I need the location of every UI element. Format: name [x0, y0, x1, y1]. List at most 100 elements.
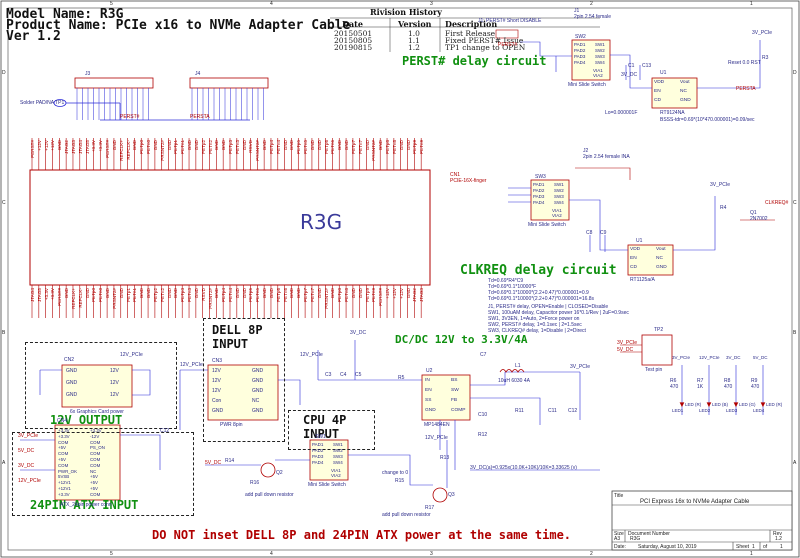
edge-pin-label-top: PETn2 [207, 140, 213, 155]
rev-row-date: 20190815 [334, 43, 373, 52]
u3-part: RT1125a/A [630, 277, 655, 283]
switch-pin-label: PAD2 [533, 188, 545, 193]
led-resistor-value: 470 [724, 384, 733, 390]
perst-delay-title: PERST# delay circuit [402, 54, 547, 68]
c11-ref: C11 [548, 408, 557, 414]
led-resistor-ref: R6 [670, 378, 677, 384]
edge-pin-label-bottom: PETn2 [159, 288, 165, 303]
edge-pin-label-top: PETp0 [139, 140, 145, 155]
td-note1: Td=0.69*R4*C9 [488, 278, 524, 284]
switch-note2: SW1, 100uAM delay, Capacitor power 16*0.… [488, 310, 629, 316]
cn1-desc: PCIE-16X-finger [450, 178, 487, 184]
rev-row-description: TP1 change to OPEN [445, 43, 526, 52]
vout-note: 3V_DC(a)=0.925x(10.0K+10K)/10K=3.33625 (… [470, 465, 577, 471]
cn3-pin-label: GND [252, 368, 264, 374]
v3pcie-net: 3V_PCIe [18, 433, 39, 439]
led-label: LED (B) [712, 402, 729, 407]
rev-row-date: 20150805 [334, 36, 373, 45]
switch-note5: SW3, CLKREQ# delay, 1=Disable | 2=Direct [488, 328, 586, 334]
led-resistor-ref: R7 [697, 378, 704, 384]
r13-ref: R13 [440, 455, 450, 461]
cn4-pin-label: +5V [58, 457, 66, 462]
edge-pin-label-bottom: PETn7 [309, 288, 315, 303]
switch-pin-label: SW1 [333, 442, 343, 447]
switch-pin-label: SW4 [554, 200, 564, 205]
edge-pin-label-top: GND [289, 140, 295, 151]
edge-pin-label-top: JTAG3 [70, 140, 76, 154]
edge-pin-label-bottom: JTAG3 [419, 288, 425, 302]
border-letter: A [2, 460, 6, 466]
switch-via-label: VIA2 [552, 213, 562, 218]
switch-pin-label: SW2 [333, 448, 343, 453]
u1-ref: U1 [660, 70, 667, 76]
led-ref: LED4 [753, 408, 765, 413]
edge-pin-label-bottom: PETp7 [303, 288, 309, 303]
edge-pin-label-bottom: GND [64, 288, 70, 299]
v12pcie-label: 12V_PCIe [120, 352, 143, 358]
cn3-pin-label: GND [212, 408, 224, 414]
tb-sheet: 1 [752, 544, 755, 550]
u3-pin-label: Vout [656, 247, 666, 252]
border-number: 2 [590, 1, 593, 7]
edge-pin-label-bottom: PETn0 [98, 288, 104, 303]
v12pcie-net: 12V_PCIe [18, 478, 41, 484]
cn4-pin-label: +5V [58, 445, 66, 451]
edge-pin-label-top: GND [262, 140, 268, 151]
edge-pin-label-top: JTAG4 [77, 140, 83, 154]
sw2-desc: Mini Slide Switch [568, 82, 606, 88]
v3pcie-label: 3V_PCIe [710, 182, 731, 188]
led-icon: ▼ [759, 400, 767, 409]
u1-pin-label: CD [654, 98, 661, 103]
led-icon: ▼ [732, 400, 740, 409]
tb-size: A3 [614, 536, 621, 542]
r16-ref: R16 [250, 480, 260, 486]
tb-title: PCI Express 16x to NVMe Adapter Cable [640, 499, 750, 505]
edge-pin-label-bottom: GND [139, 288, 145, 299]
edge-pin-label-bottom: PETp8 [337, 288, 343, 303]
edge-pin-label-top: PETp8 [385, 140, 391, 155]
edge-pin-label-bottom: PERST# [378, 288, 384, 306]
u2-part: MP1484EN [424, 422, 450, 428]
edge-pin-label-top: GND [57, 140, 63, 151]
led-net-label: 3V_PCIe [672, 355, 691, 360]
led-label: LED (R) [685, 402, 702, 407]
cpu4p-label: INPUT [303, 427, 340, 441]
q1-part: 2N7002 [750, 216, 768, 222]
c12-ref: C12 [160, 428, 170, 434]
edge-pin-label-bottom: PETp9 [364, 288, 370, 303]
u1-pin-label: NC [680, 89, 687, 94]
switch-pin-label: SW3 [595, 54, 605, 59]
u3-pin-label: VDD [630, 247, 641, 252]
border-letter: D [2, 70, 6, 76]
edge-pin-label-top: PRSNT2# [255, 140, 261, 161]
edge-pin-label-bottom: +12V [385, 288, 391, 299]
c4-ref: C4 [340, 372, 347, 378]
switch-pin-label: PAD1 [533, 182, 545, 187]
edge-pin-label-bottom: +12V [391, 288, 397, 299]
v3dc-net: 3V_DC [18, 463, 35, 469]
edge-pin-label-top: GND [111, 140, 117, 151]
border-number: 4 [270, 551, 273, 557]
edge-pin-label-bottom: PRSNT2# [323, 288, 329, 309]
j3-ref: J3 [85, 71, 91, 77]
cn2-pin-label: GND [66, 392, 78, 398]
rev-row-description: First Release [445, 29, 496, 38]
edge-pin-label-bottom: PRSNT2# [111, 288, 117, 309]
r14-ref: R14 [225, 458, 235, 464]
edge-pin-label-bottom: PERST# [57, 288, 63, 306]
edge-pin-label-bottom: GND [234, 288, 240, 299]
change-note: change to 0 [382, 470, 409, 476]
cn3-desc: PWR 8pin [220, 422, 243, 428]
persta-net: PERSTA [736, 86, 756, 92]
v3pcie-net: 3V_PCIe [617, 340, 638, 346]
edge-pin-label-bottom: GND [166, 288, 172, 299]
cn4-pin-label: NC [90, 468, 97, 474]
switch-pin-label: PAD1 [574, 42, 586, 47]
edge-pin-label-bottom: +3.3V [43, 288, 49, 301]
out12v-box [25, 342, 177, 429]
cn4-pin-label: +5V [90, 486, 98, 491]
switch-pin-label: PAD3 [312, 454, 324, 459]
v12pcie-label: 12V_PCIe [180, 362, 203, 368]
edge-pin-label-top: PETp9 [412, 140, 418, 155]
switch-via-label: VIA1 [593, 68, 603, 73]
